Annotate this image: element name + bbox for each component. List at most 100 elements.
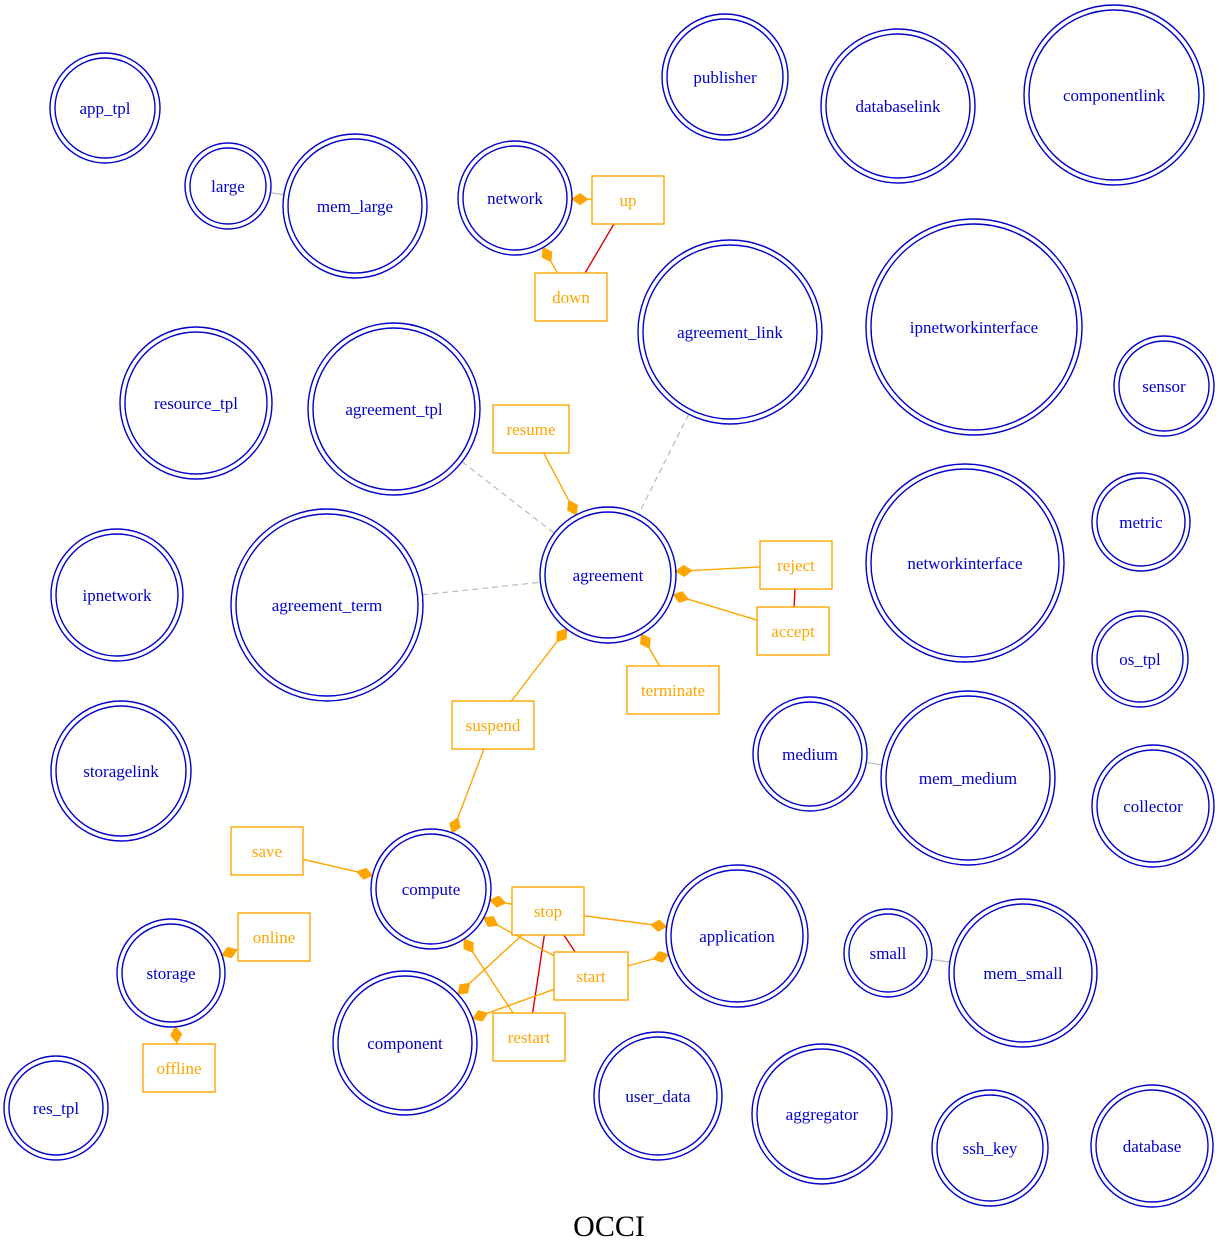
action-node-up: up — [591, 175, 665, 225]
state-node-storagelink: storagelink — [50, 700, 192, 842]
state-node-ipnetwork: ipnetwork — [50, 528, 184, 662]
action-link-resume-agreement — [543, 452, 578, 516]
state-label-mem_small: mem_small — [983, 964, 1063, 983]
state-label-metric: metric — [1119, 513, 1163, 532]
diamond-arrowhead — [640, 633, 651, 649]
action-node-online: online — [237, 912, 311, 962]
action-label-online: online — [253, 928, 296, 947]
association-link-agreement_tpl-agreement — [461, 461, 555, 534]
diamond-arrowhead — [652, 950, 670, 963]
state-node-databaselink: databaselink — [820, 28, 976, 184]
state-label-os_tpl: os_tpl — [1119, 650, 1161, 669]
action-link-save-compute — [302, 858, 374, 880]
diamond-arrowhead — [672, 591, 690, 603]
action-link-terminate-agreement — [640, 633, 661, 667]
state-node-mem_medium: mem_medium — [880, 690, 1056, 866]
state-label-sensor: sensor — [1142, 377, 1186, 396]
state-label-databaselink: databaselink — [856, 97, 941, 116]
state-label-component: component — [367, 1034, 443, 1053]
state-label-publisher: publisher — [693, 68, 757, 87]
action-link-start-application — [627, 950, 670, 967]
state-label-compute: compute — [402, 880, 461, 899]
state-label-small: small — [870, 944, 907, 963]
transition-link-stop-restart — [531, 934, 546, 1014]
action-label-offline: offline — [156, 1059, 201, 1078]
transition-link-stop-start — [563, 934, 576, 953]
action-label-accept: accept — [771, 622, 815, 641]
action-node-save: save — [230, 826, 304, 876]
diamond-arrowhead — [567, 499, 578, 516]
diamond-arrowhead — [457, 982, 471, 995]
diamond-arrowhead — [571, 193, 589, 206]
state-label-collector: collector — [1123, 797, 1183, 816]
state-label-agreement: agreement — [573, 566, 644, 585]
action-link-restart-compute — [463, 938, 514, 1014]
association-link-agreement_link-agreement — [637, 413, 690, 515]
state-label-medium: medium — [782, 745, 838, 764]
state-label-agreement_term: agreement_term — [272, 596, 382, 615]
state-label-app_tpl: app_tpl — [80, 99, 131, 118]
state-label-ipnetworkinterface: ipnetworkinterface — [910, 318, 1038, 337]
state-node-agreement_link: agreement_link — [637, 239, 823, 425]
state-node-ipnetworkinterface: ipnetworkinterface — [865, 218, 1083, 436]
action-link-stop-application — [583, 915, 668, 932]
action-label-suspend: suspend — [466, 716, 521, 735]
association-link-medium-mem_medium — [866, 761, 883, 766]
action-node-reject: reject — [759, 540, 833, 590]
state-label-large: large — [211, 177, 245, 196]
action-link-stop-component — [457, 934, 523, 995]
state-node-resource_tpl: resource_tpl — [119, 326, 273, 480]
action-link-stop-compute — [489, 895, 513, 908]
state-node-compute: compute — [370, 828, 492, 950]
state-label-networkinterface: networkinterface — [907, 554, 1022, 573]
diamond-arrowhead — [449, 817, 461, 834]
state-node-res_tpl: res_tpl — [3, 1055, 109, 1161]
action-link-start-component — [471, 988, 555, 1022]
action-link-reject-agreement — [675, 564, 761, 578]
association-link-agreement_term-agreement — [422, 581, 541, 596]
action-node-terminate: terminate — [626, 665, 720, 715]
diamond-arrowhead — [541, 246, 553, 263]
diamond-arrowhead — [170, 1025, 183, 1044]
state-node-agreement_term: agreement_term — [230, 508, 424, 702]
action-link-start-compute — [482, 916, 555, 957]
states-layer: app_tplpublisherdatabaselinkcomponentlin… — [3, 4, 1215, 1208]
state-node-ssh_key: ssh_key — [931, 1089, 1049, 1207]
action-node-suspend: suspend — [451, 700, 535, 750]
state-node-sensor: sensor — [1113, 335, 1215, 437]
state-node-metric: metric — [1091, 472, 1191, 572]
action-node-restart: restart — [492, 1012, 566, 1062]
state-node-networkinterface: networkinterface — [865, 463, 1065, 663]
state-label-agreement_link: agreement_link — [677, 323, 783, 342]
state-node-publisher: publisher — [661, 13, 789, 141]
links-layer — [170, 192, 950, 1045]
state-label-mem_medium: mem_medium — [919, 769, 1017, 788]
state-node-database: database — [1090, 1084, 1214, 1208]
state-node-user_data: user_data — [593, 1031, 723, 1161]
state-node-component: component — [332, 970, 478, 1116]
state-node-mem_large: mem_large — [282, 133, 428, 279]
action-node-start: start — [553, 951, 629, 1001]
actions-layer: updownresumerejectacceptterminatesuspend… — [142, 175, 833, 1093]
state-node-storage: storage — [116, 918, 226, 1028]
action-label-reject: reject — [777, 556, 815, 575]
association-link-small-mem_small — [931, 958, 950, 963]
action-link-suspend-compute — [449, 748, 485, 834]
diamond-arrowhead — [649, 919, 668, 932]
action-link-online-storage — [221, 946, 239, 959]
transition-link-reject-accept — [793, 588, 796, 608]
action-label-down: down — [552, 288, 590, 307]
action-label-terminate: terminate — [641, 681, 705, 700]
diagram-title: OCCI — [573, 1210, 645, 1243]
state-node-mem_small: mem_small — [948, 898, 1098, 1048]
action-node-stop: stop — [511, 886, 585, 936]
state-label-database: database — [1123, 1137, 1182, 1156]
action-link-suspend-agreement — [510, 628, 568, 702]
diamond-arrowhead — [463, 938, 474, 954]
diamond-arrowhead — [471, 1010, 489, 1022]
state-label-storage: storage — [146, 964, 195, 983]
transition-link-up-down — [584, 223, 615, 274]
state-node-network: network — [457, 140, 573, 256]
state-node-application: application — [665, 864, 809, 1008]
state-node-app_tpl: app_tpl — [49, 52, 161, 164]
